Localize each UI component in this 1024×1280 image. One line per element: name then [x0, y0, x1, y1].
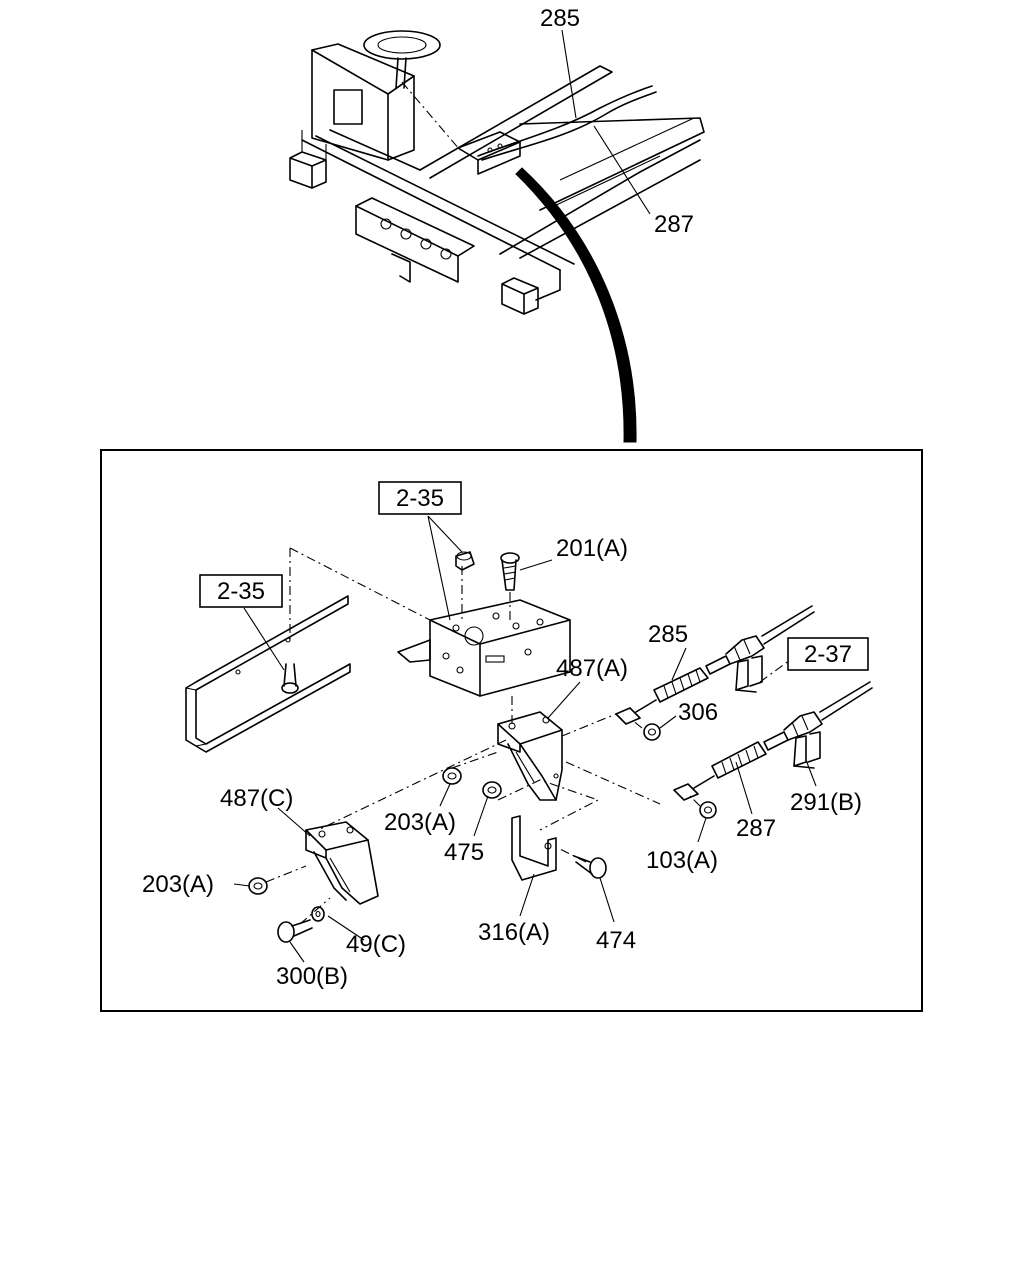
cable-285-overview	[477, 85, 653, 157]
overview-label-287: 287	[654, 211, 694, 238]
label-487a: 487(A)	[556, 655, 628, 682]
nut-203a-upper	[442, 767, 462, 785]
bolt-474	[573, 855, 607, 879]
label-103a: 103(A)	[646, 847, 718, 874]
detail-callout-arrow	[515, 167, 637, 443]
bolt-300b	[277, 919, 313, 943]
overview-label-285: 285	[540, 5, 580, 32]
label-306: 306	[678, 699, 718, 726]
cab-block	[311, 49, 389, 161]
label-475: 475	[444, 839, 484, 866]
nut-475	[482, 781, 502, 799]
label-285: 285	[648, 621, 688, 648]
cable-285	[615, 605, 815, 725]
ref-box-left	[199, 574, 283, 608]
steering-wheel-icon	[363, 30, 441, 60]
bracket-316a	[511, 815, 557, 881]
nut-306	[643, 723, 661, 741]
label-474: 474	[596, 927, 636, 954]
label-49c: 49(C)	[346, 931, 406, 958]
label-203a-lower: 203(A)	[142, 871, 214, 898]
chassis-overview	[289, 29, 705, 443]
nut-top	[455, 551, 475, 571]
frame-rail-detail	[185, 595, 351, 753]
label-203a-upper: 203(A)	[384, 809, 456, 836]
label-291b: 291(B)	[790, 789, 862, 816]
label-487c: 487(C)	[220, 785, 293, 812]
washer-49c	[311, 906, 325, 922]
bracket-487a	[497, 711, 563, 801]
label-287: 287	[736, 815, 776, 842]
ref-box-left-label: 2-35	[217, 578, 265, 605]
ref-box-right-label: 2-37	[804, 641, 852, 668]
detail-frame	[100, 449, 923, 1012]
clip-upper	[735, 655, 763, 693]
bracket-487c	[305, 821, 379, 905]
shift-lever-bracket	[397, 599, 571, 697]
bolt-201a	[500, 552, 520, 591]
label-316a: 316(A)	[478, 919, 550, 946]
nut-103a	[699, 801, 717, 819]
cable-287	[673, 681, 873, 801]
nut-203a-lower	[248, 877, 268, 895]
rail-bolt	[281, 663, 299, 694]
cable-287-overview	[481, 91, 657, 161]
ref-box-upper	[378, 481, 462, 515]
clip-291b	[793, 731, 821, 769]
ref-box-right	[787, 637, 869, 671]
ref-box-upper-label: 2-35	[396, 485, 444, 512]
label-201a: 201(A)	[556, 535, 628, 562]
label-300b: 300(B)	[276, 963, 348, 990]
